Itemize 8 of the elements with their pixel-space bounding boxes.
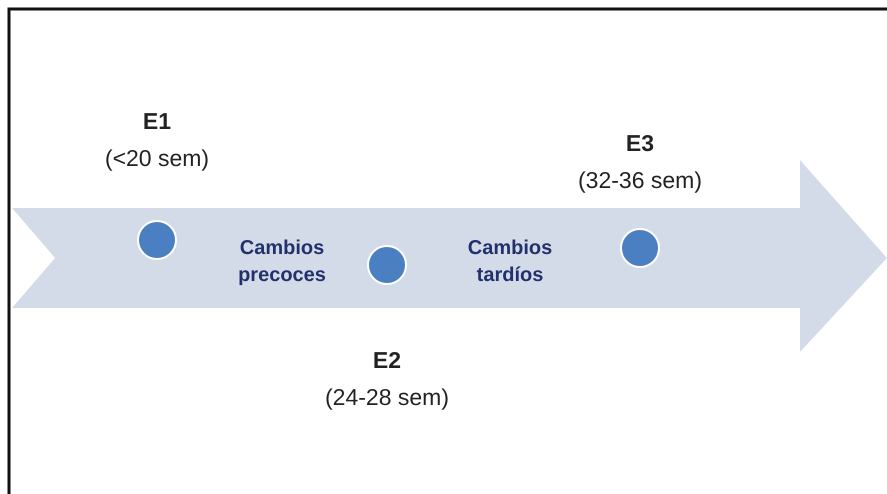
stage-label: E1 (142, 108, 172, 135)
phase-label: Cambios precoces (237, 236, 327, 288)
week-range: (32-36 sem) (578, 167, 702, 194)
week-range: (24-28 sem) (325, 384, 449, 411)
stage-label: E3 (626, 130, 654, 157)
week-range: (<20 sem) (104, 145, 210, 172)
stage-label: E2 (372, 347, 402, 374)
phase-label: Cambios tardíos (466, 236, 554, 288)
